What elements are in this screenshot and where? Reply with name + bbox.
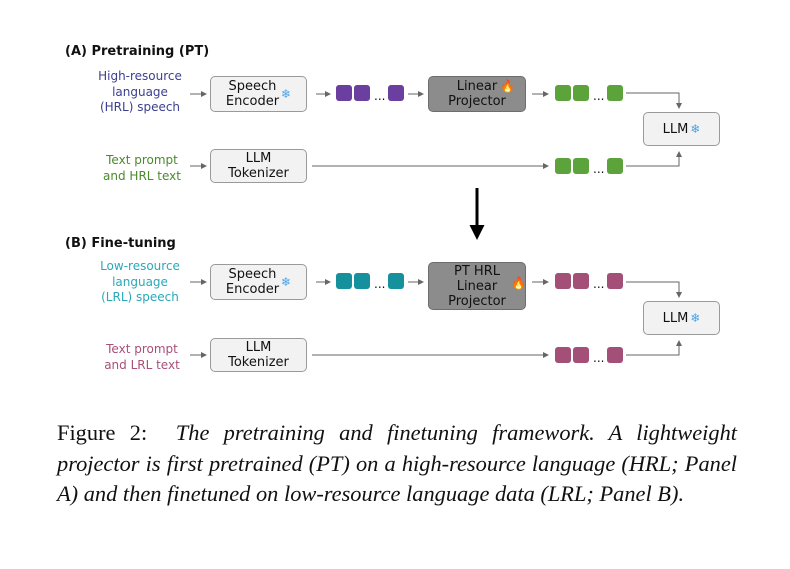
box-line: Tokenizer xyxy=(228,355,289,370)
fire-icon: 🔥 xyxy=(511,276,526,290)
panel-b-speech-encoder: Speech Encoder ❄ xyxy=(210,264,307,300)
box-line: LLM xyxy=(245,340,272,355)
source-line: language xyxy=(112,274,168,289)
figure-caption: Figure 2: The pretraining and finetuning… xyxy=(57,418,737,510)
panel-b-text-source: Text prompt and LRL text xyxy=(92,342,192,373)
source-line: Text prompt xyxy=(106,342,178,356)
snowflake-icon: ❄ xyxy=(690,310,701,325)
box-line: Tokenizer xyxy=(228,166,289,181)
caption-label: Figure 2: xyxy=(57,420,148,445)
speech-token xyxy=(354,273,370,289)
token-ellipsis: ... xyxy=(593,277,605,291)
box-line: Encoder xyxy=(225,94,280,109)
panel-b-pt-hrl-linear-projector: PT HRL Linear Projector 🔥 xyxy=(428,262,526,310)
panel-a-llm-tokenizer: LLM Tokenizer xyxy=(210,149,307,183)
panel-a-speech-encoder: Speech Encoder ❄ xyxy=(210,76,307,112)
speech-token xyxy=(388,273,404,289)
panel-a-speech-source: High-resource language (HRL) speech xyxy=(88,69,192,116)
arrow-b-tokens-to-llm xyxy=(626,281,682,298)
text-token xyxy=(555,347,571,363)
text-token xyxy=(555,158,571,174)
source-line: (LRL) speech xyxy=(101,290,179,304)
panel-b-llm: LLM ❄ xyxy=(643,301,720,335)
source-line: Text prompt xyxy=(106,153,178,167)
projected-token xyxy=(555,273,571,289)
arrow-a-tokens-to-llm xyxy=(626,92,682,109)
panel-b-title: (B) Fine-tuning xyxy=(65,236,176,251)
caption-text: The pretraining and finetuning framework… xyxy=(57,420,737,506)
box-line: LLM xyxy=(245,151,272,166)
token-ellipsis: ... xyxy=(593,351,605,365)
box-line: PT HRL xyxy=(454,263,500,279)
box-line: Speech xyxy=(228,267,277,282)
box-line: Linear xyxy=(456,79,498,94)
box-line: Projector xyxy=(448,293,506,309)
token-ellipsis: ... xyxy=(374,277,386,291)
panel-a-title: (A) Pretraining (PT) xyxy=(65,44,210,59)
projected-token xyxy=(555,85,571,101)
source-line: and LRL text xyxy=(104,357,180,372)
box-line: Linear xyxy=(456,278,498,294)
source-line: (HRL) speech xyxy=(99,100,181,114)
llm-label: LLM xyxy=(662,310,689,326)
panel-a-llm: LLM ❄ xyxy=(643,112,720,146)
source-line: language xyxy=(112,84,168,99)
text-token xyxy=(573,347,589,363)
text-token xyxy=(573,158,589,174)
token-ellipsis: ... xyxy=(374,89,386,103)
panel-b-llm-tokenizer: LLM Tokenizer xyxy=(210,338,307,372)
text-token xyxy=(607,158,623,174)
token-ellipsis: ... xyxy=(593,162,605,176)
box-line: Encoder xyxy=(225,282,280,297)
panel-a-text-source: Text prompt and HRL text xyxy=(92,153,192,184)
source-line: Low-resource xyxy=(100,259,180,273)
source-line: High-resource xyxy=(98,69,182,83)
llm-label: LLM xyxy=(662,121,689,137)
projected-token xyxy=(573,273,589,289)
text-token xyxy=(607,347,623,363)
snowflake-icon: ❄ xyxy=(690,121,701,136)
panel-b-speech-source: Low-resource language (LRL) speech xyxy=(88,259,192,306)
projected-token xyxy=(573,85,589,101)
token-ellipsis: ... xyxy=(593,89,605,103)
projected-token xyxy=(607,273,623,289)
projected-token xyxy=(607,85,623,101)
fire-icon: 🔥 xyxy=(500,79,515,93)
source-line: and HRL text xyxy=(103,168,181,183)
panel-a-linear-projector: Linear Projector 🔥 xyxy=(428,76,526,112)
arrow-a-texttokens-to-llm xyxy=(626,151,682,167)
snowflake-icon: ❄ xyxy=(281,274,292,289)
box-line: Projector xyxy=(448,94,506,109)
snowflake-icon: ❄ xyxy=(281,86,292,101)
arrow-b-texttokens-to-llm xyxy=(626,340,682,356)
speech-token xyxy=(336,85,352,101)
speech-token xyxy=(336,273,352,289)
speech-token xyxy=(388,85,404,101)
speech-token xyxy=(354,85,370,101)
box-line: Speech xyxy=(228,79,277,94)
